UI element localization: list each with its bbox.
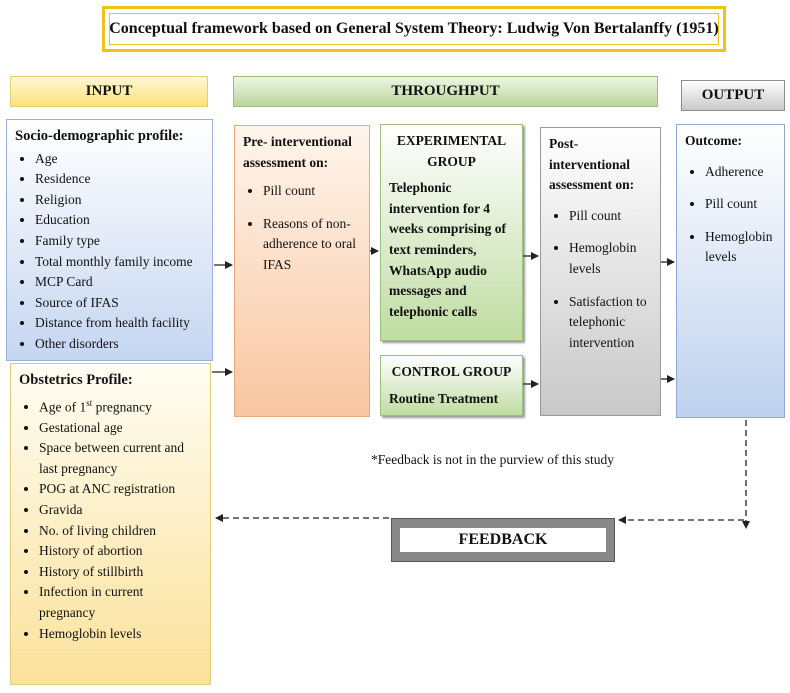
list-item: Pill count [705, 194, 776, 215]
list-item: Residence [35, 169, 204, 190]
list-item: Distance from health facility [35, 313, 204, 334]
post-list: Pill count Hemoglobin levels Satisfactio… [549, 206, 652, 354]
socio-list: Age Residence Religion Education Family … [15, 149, 204, 355]
list-item: Source of IFAS [35, 293, 204, 314]
list-item: Age of 1st pregnancy [39, 393, 202, 418]
title-inner-border [109, 13, 719, 45]
feedback-box: FEEDBACK [391, 518, 615, 562]
list-item: Education [35, 210, 204, 231]
list-item: Infection in current pregnancy [39, 582, 202, 623]
list-item: Hemoglobin levels [39, 624, 202, 645]
list-item: Hemoglobin levels [569, 238, 652, 279]
experimental-heading: EXPERIMENTAL GROUP [396, 133, 507, 169]
list-item: Hemoglobin levels [705, 227, 776, 268]
list-item: Pill count [263, 181, 361, 202]
control-body: Routine Treatment [389, 390, 499, 406]
list-item: Reasons of non-adherence to oral IFAS [263, 214, 361, 276]
feedback-note: *Feedback is not in the purview of this … [371, 452, 614, 467]
pre-heading: Pre- interventional assessment on: [243, 134, 352, 170]
list-item: Adherence [705, 162, 776, 183]
list-item: History of stillbirth [39, 562, 202, 583]
list-item: POG at ANC registration [39, 479, 202, 500]
obstetrics-heading: Obstetrics Profile: [19, 372, 133, 388]
pre-interventional-box: Pre- interventional assessment on: Pill … [234, 125, 370, 417]
socio-demographic-box: Socio-demographic profile: Age Residence… [6, 119, 213, 361]
obstetrics-box: Obstetrics Profile: Age of 1st pregnancy… [10, 363, 211, 685]
list-item: Religion [35, 190, 204, 211]
list-item: No. of living children [39, 521, 202, 542]
control-group-box: CONTROL GROUP Routine Treatment [380, 355, 523, 416]
list-item: Total monthly family income [35, 252, 204, 273]
control-heading: CONTROL GROUP [391, 364, 512, 379]
list-item: Gravida [39, 500, 202, 521]
output-header: OUTPUT [681, 80, 785, 111]
list-item: Age [35, 149, 204, 170]
post-interventional-box: Post-interventional assessment on: Pill … [540, 127, 661, 416]
outcome-box: Outcome: Adherence Pill count Hemoglobin… [676, 124, 785, 418]
pre-list: Pill count Reasons of non-adherence to o… [243, 181, 361, 275]
outcome-heading: Outcome: [685, 133, 742, 148]
list-item: Gestational age [39, 418, 202, 439]
first-item-prefix: Age of 1 [39, 399, 87, 415]
diagram-title: Conceptual framework based on General Sy… [102, 6, 726, 52]
post-heading: Post-interventional assessment on: [549, 136, 635, 193]
list-item: Satisfaction to telephonic intervention [569, 292, 652, 354]
first-item-suffix: pregnancy [92, 399, 152, 415]
list-item: History of abortion [39, 541, 202, 562]
list-item: Pill count [569, 206, 652, 227]
first-item-sup: st [86, 397, 93, 408]
experimental-body: Telephonic intervention for 4 weeks comp… [389, 180, 506, 319]
experimental-group-box: EXPERIMENTAL GROUP Telephonic interventi… [380, 124, 523, 341]
list-item: Space between current and last pregnancy [39, 438, 202, 479]
throughput-header: THROUGHPUT [233, 76, 658, 107]
outcome-list: Adherence Pill count Hemoglobin levels [685, 162, 776, 268]
input-header: INPUT [10, 76, 208, 107]
list-item: MCP Card [35, 272, 204, 293]
list-item: Other disorders [35, 334, 204, 355]
title-text: Conceptual framework based on General Sy… [109, 20, 719, 37]
feedback-label: FEEDBACK [400, 528, 606, 552]
obstetrics-list: Age of 1st pregnancy Gestational age Spa… [19, 393, 202, 645]
list-item: Family type [35, 231, 204, 252]
socio-heading: Socio-demographic profile: [15, 128, 184, 144]
